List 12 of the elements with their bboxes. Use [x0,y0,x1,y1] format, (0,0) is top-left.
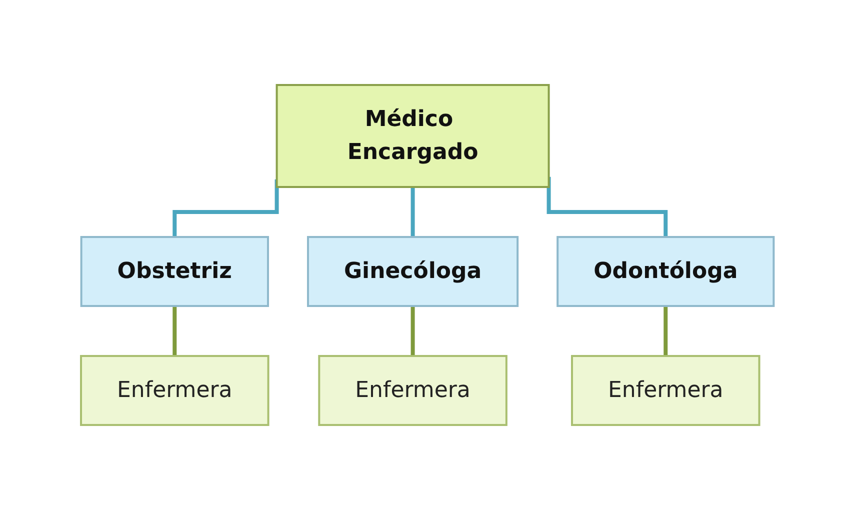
connector [546,176,668,239]
node-box: Odontóloga [556,236,774,307]
connector [410,306,414,358]
connector [410,187,414,239]
node-box: Enfermera [570,355,760,426]
node-box: Médico Encargado [275,84,550,188]
connector [172,306,176,358]
node-box: Enfermera [80,355,269,426]
node-box: Enfermera [318,355,508,426]
node-box: Ginecóloga [306,236,518,307]
node-box: Obstetriz [80,236,269,307]
connector [663,306,668,358]
